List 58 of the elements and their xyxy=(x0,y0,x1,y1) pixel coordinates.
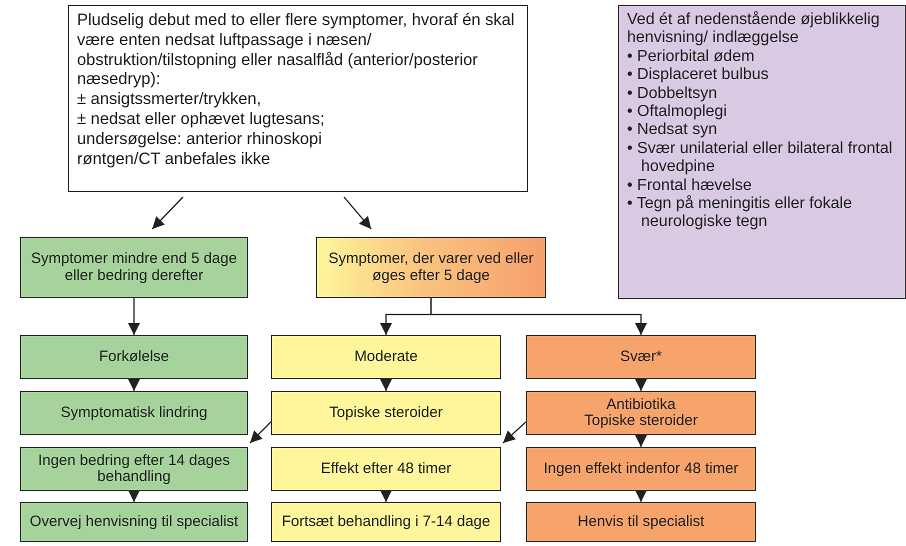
box-text: røntgen/CT anbefales ikke xyxy=(77,150,270,170)
process-box xyxy=(20,391,248,435)
box-text: Ingen bedring efter 14 dages behandling xyxy=(37,452,231,486)
list-item: • Nedsat syn xyxy=(627,121,718,140)
arrow xyxy=(128,379,140,391)
list-item: • Displaceret bulbus xyxy=(627,66,769,85)
process-box xyxy=(20,335,248,379)
list-item: • Svær unilaterial eller bilateral frontal hovedpine xyxy=(627,140,894,177)
box-text: Topiske steroider xyxy=(329,404,443,422)
arrow xyxy=(635,379,647,391)
process-box xyxy=(271,391,501,435)
list-item: • Periorbital ødem xyxy=(627,48,754,66)
process-box xyxy=(526,335,756,379)
warning-box xyxy=(618,5,906,299)
list-item: • Frontal hævelse xyxy=(627,176,752,195)
text-box xyxy=(68,5,528,192)
box-text: Symptomer, der varer ved eller øges efter 5 dage xyxy=(327,251,535,284)
arrow xyxy=(380,379,392,391)
box-text: ± ansigtssmerter/trykken, xyxy=(77,90,262,110)
process-box xyxy=(526,502,756,542)
box-text: Svær* xyxy=(620,348,662,366)
box-text: Henvis til specialist xyxy=(578,514,704,530)
arrow xyxy=(344,196,372,230)
box-text: Moderate xyxy=(354,348,418,366)
box-text: undersøgelse: anterior rhinoskopi xyxy=(77,130,322,150)
arrow xyxy=(128,490,140,502)
box-text: Pludselig debut med to eller flere symptomer, hvoraf én skal være enten nedsat luftpassage i næsen/ obstruktion/tilstopning eller nasalflåd (anterior/posterior næsedryp): xyxy=(77,11,516,90)
list-item: • Oftalmoplegi xyxy=(627,102,728,122)
arrow xyxy=(502,421,526,444)
arrow xyxy=(380,490,392,502)
box-text: Ved ét af nedenstående øjeblikkelig henvisning/ indlæggelse xyxy=(627,11,881,48)
arrow xyxy=(152,196,184,230)
process-box xyxy=(271,502,501,542)
box-text: Symptomatisk lindring xyxy=(60,404,208,422)
arrow xyxy=(128,298,140,335)
box-text: Forkølelse xyxy=(98,348,169,366)
process-box xyxy=(20,447,248,491)
list-item: • Tegn på meningitis eller fokale neurologiske tegn xyxy=(627,194,853,232)
process-box xyxy=(316,237,546,298)
arrow xyxy=(635,490,647,502)
box-text: Ingen effekt indenfor 48 timer xyxy=(544,460,738,478)
box-text: ± nedsat eller ophævet lugtesans; xyxy=(77,110,325,130)
box-text: Effekt efter 48 timer xyxy=(320,460,452,478)
box-text: Overvej henvisning til specialist xyxy=(30,514,238,530)
box-text: Topiske steroider xyxy=(584,413,698,430)
process-box xyxy=(526,391,756,435)
process-box xyxy=(526,447,756,491)
process-box xyxy=(271,447,501,491)
arrow xyxy=(635,435,647,447)
process-box xyxy=(20,502,248,542)
arrow xyxy=(250,421,272,444)
box-text: Antibiotika xyxy=(606,396,676,413)
box-text: Fortsæt behandling i 7-14 dage xyxy=(282,514,490,530)
list-item: • Dobbeltsyn xyxy=(627,84,718,103)
process-box xyxy=(20,237,248,298)
box-text: Symptomer mindre end 5 dage eller bedring derefter xyxy=(30,251,238,284)
process-box xyxy=(271,335,501,379)
arrow xyxy=(430,298,647,335)
